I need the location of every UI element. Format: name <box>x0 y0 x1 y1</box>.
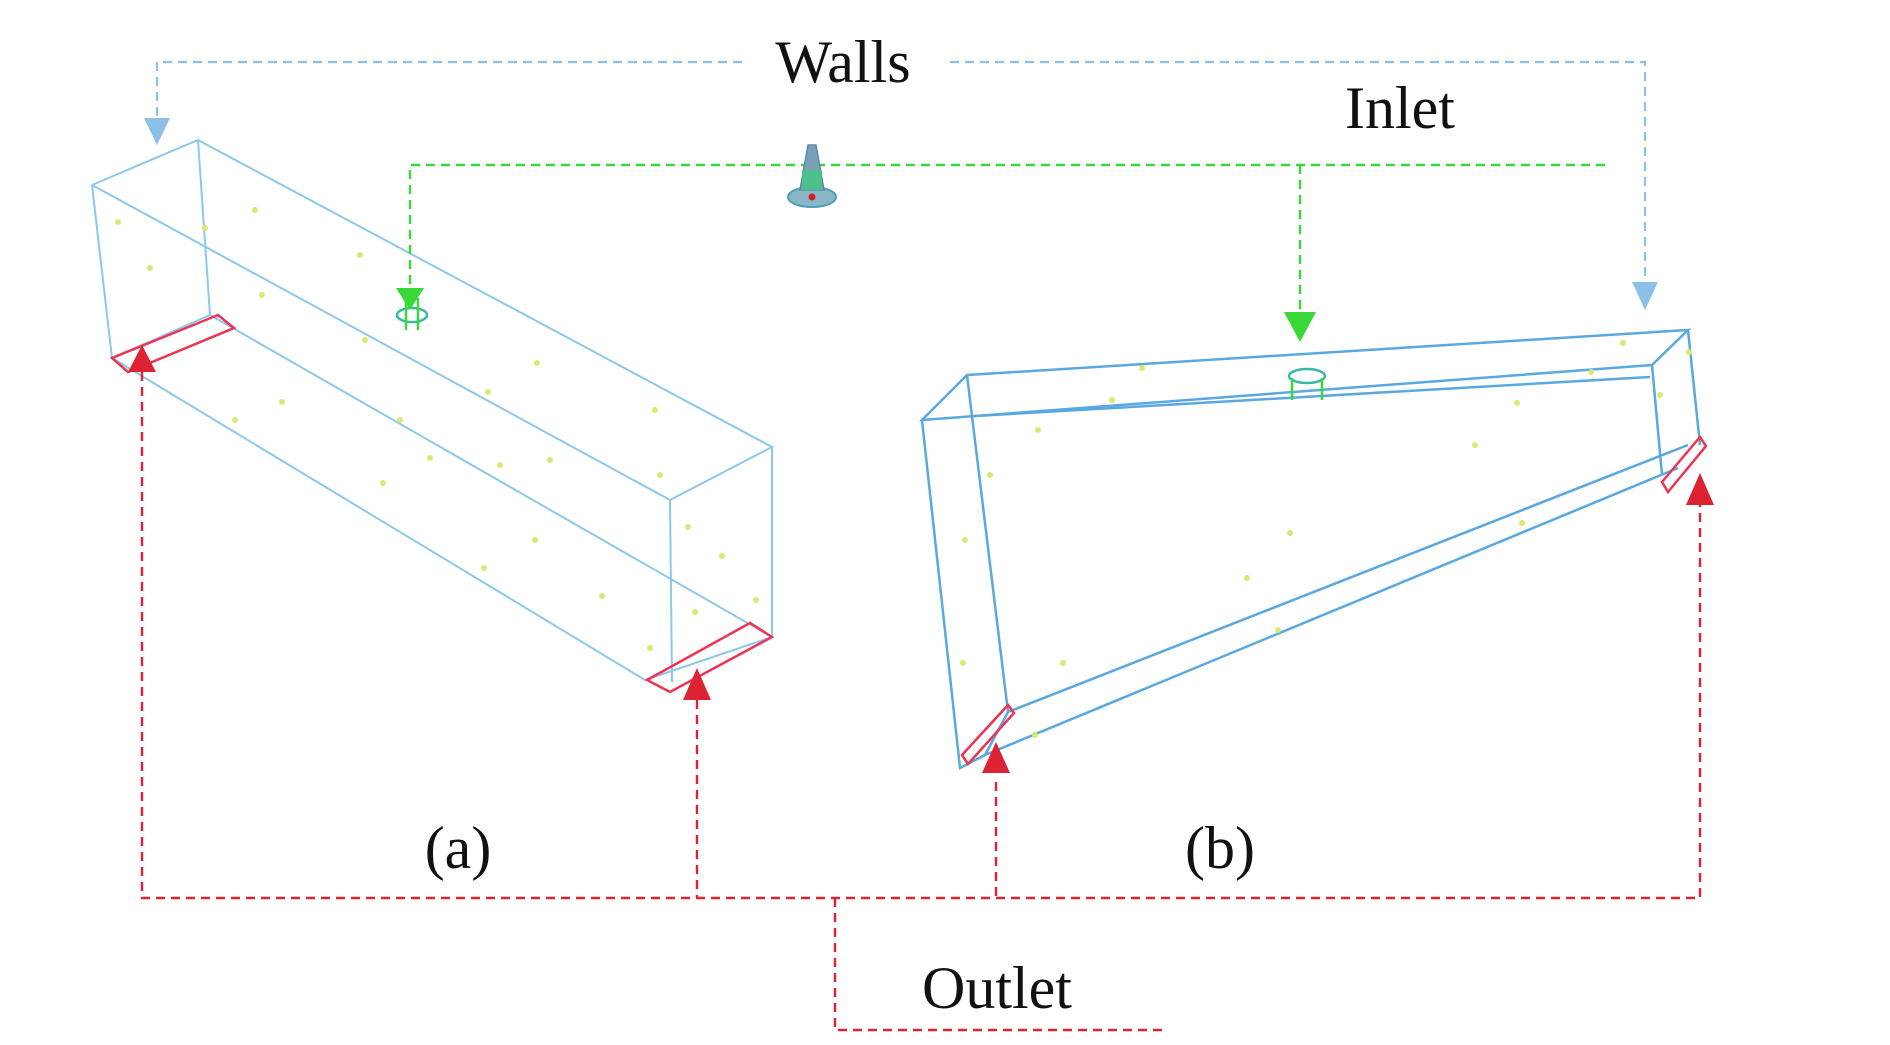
arrow-up-icon <box>128 345 156 372</box>
arrow-up-icon <box>683 668 711 700</box>
panel-a-label: (a) <box>425 815 492 881</box>
walls-label: Walls <box>775 29 910 95</box>
duct-b-edge <box>974 375 1651 418</box>
inlet-nozzle-icon <box>787 144 837 208</box>
duct-b-outlet-right <box>1660 434 1708 495</box>
inlet-label: Inlet <box>1345 75 1455 141</box>
panel-b-label: (b) <box>1185 815 1255 881</box>
outlet-label: Outlet <box>922 955 1072 1021</box>
duct-b-bottom-edges <box>920 419 1679 770</box>
duct-b-edge <box>965 374 1010 713</box>
duct-a-bottom-edges <box>111 357 773 682</box>
duct-a-edge <box>209 314 773 638</box>
arrow-up-icon <box>982 742 1010 773</box>
duct-b-top-face <box>918 328 1692 422</box>
arrow-down-icon <box>1284 312 1316 342</box>
duct-a-outlet-right <box>644 621 775 694</box>
duct-a-outlet-left <box>109 313 237 374</box>
inlet-leader <box>396 144 1605 342</box>
arrow-up-icon <box>1686 473 1714 505</box>
duct-a-mesh-points <box>115 207 759 651</box>
arrow-down-icon <box>1632 282 1658 310</box>
duct-a-edge <box>669 499 673 683</box>
duct-b-mesh-points <box>960 340 1692 738</box>
inlet-nozzle-icon <box>1287 367 1327 400</box>
walls-leader <box>144 60 1658 310</box>
panel-b-duct <box>918 328 1708 770</box>
duct-b-edge <box>1007 443 1689 714</box>
arrow-down-icon <box>144 118 170 145</box>
duct-a-top-face <box>91 138 775 502</box>
arrow-down-icon <box>396 288 424 310</box>
duct-b-outlet-left <box>960 703 1016 767</box>
duct-b-edge <box>1650 364 1664 476</box>
duct-a-edge <box>91 184 113 359</box>
outlet-leader <box>128 345 1714 1032</box>
panel-a-duct <box>91 138 775 694</box>
duct-b-edge <box>1686 329 1702 446</box>
